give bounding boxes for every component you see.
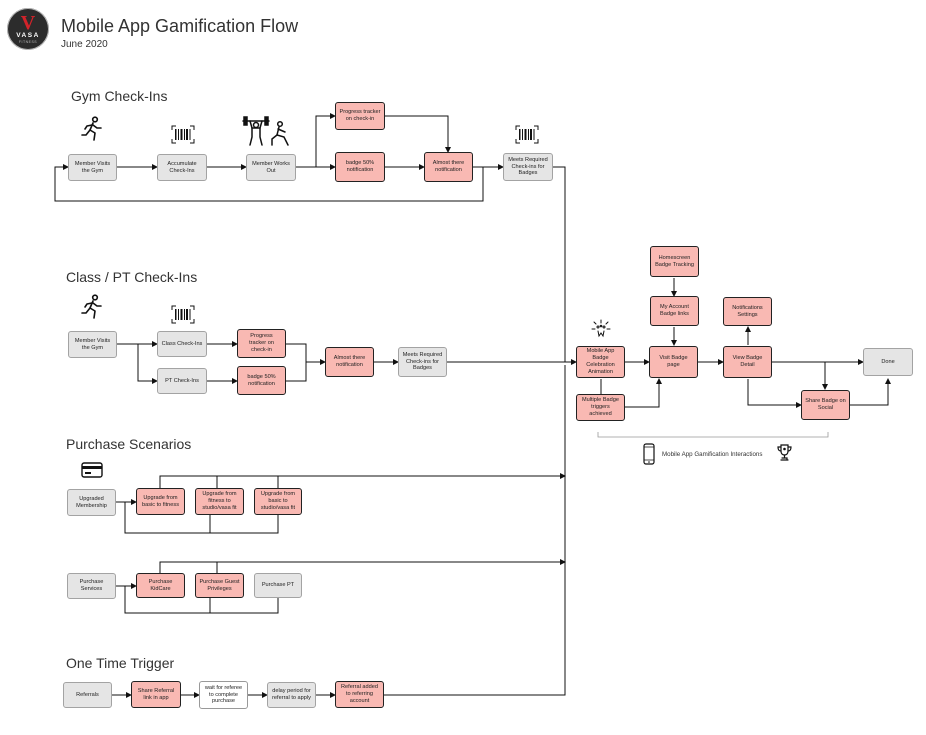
section-purchase-scenarios: Purchase Scenarios xyxy=(66,436,192,452)
node-upgrade-fitness-studio: Upgrade from fitness to studio/vasa fit xyxy=(195,488,244,515)
connector xyxy=(553,166,566,362)
node-share-badge-social: Share Badge on Social xyxy=(801,390,850,420)
barcode-icon xyxy=(171,125,195,144)
node-my-account-badge-links: My Account Badge links xyxy=(650,296,699,326)
connector xyxy=(124,502,279,534)
weightlifter-icon xyxy=(242,116,289,146)
node-purchase-guest: Purchase Guest Privileges xyxy=(195,573,244,598)
connector xyxy=(315,113,336,167)
interactions-caption: Mobile App Gamification Interactions xyxy=(662,451,763,458)
connector xyxy=(159,559,566,573)
node-homescreen-badge-tracking: Homescreen Badge Tracking xyxy=(650,246,699,277)
node-gym-meets-required: Meets Required Check-ins for Badges xyxy=(503,153,553,181)
node-class-member-visits: Member Visits the Gym xyxy=(68,331,117,358)
node-class-badge-50: badge 50% notification xyxy=(237,366,286,395)
node-wait-referee: wait for referee to complete purchase xyxy=(199,681,248,709)
node-purchase-services: Purchase Services xyxy=(67,573,116,599)
logo-wordmark: VASA xyxy=(16,32,40,39)
vasa-logo: V VASA FITNESS xyxy=(7,8,49,50)
node-upgrade-basic-studio: Upgrade from basic to studio/vasa fit xyxy=(254,488,302,515)
node-gym-member-visits: Member Visits the Gym xyxy=(68,154,117,181)
node-upgraded-membership: Upgraded Membership xyxy=(67,489,116,516)
logo-tagline: FITNESS xyxy=(18,40,38,44)
node-gym-badge-50: badge 50% notification xyxy=(335,152,385,182)
node-class-meets-required: Meets Required Check-ins for Badges xyxy=(398,347,447,377)
node-upgrade-basic-fitness: Upgrade from basic to fitness xyxy=(136,488,185,515)
node-purchase-kidcare: Purchase KidCare xyxy=(136,573,185,598)
connector xyxy=(850,378,891,406)
node-visit-badge-page: Visit Badge page xyxy=(649,346,698,378)
node-pt-checkins: PT Check-Ins xyxy=(157,368,207,394)
node-multiple-badge: Multiple Badge triggers achieved xyxy=(576,394,625,421)
node-purchase-pt: Purchase PT xyxy=(254,573,302,598)
node-gym-progress-tracker: Progress tracker on check-in xyxy=(335,102,385,130)
section-class-pt-checkins: Class / PT Check-Ins xyxy=(66,269,198,285)
node-notifications-settings: Notifications Settings xyxy=(723,297,772,326)
node-class-checkins: Class Check-Ins xyxy=(157,331,207,357)
node-badge-celebration: Mobile App Badge Celebration Animation xyxy=(576,346,625,378)
connector xyxy=(137,344,158,384)
node-gym-member-works-out: Member Works Out xyxy=(246,154,296,181)
node-share-referral: Share Referral link in app xyxy=(131,681,181,708)
logo-initial: V xyxy=(20,12,36,34)
section-gym-checkins: Gym Check-Ins xyxy=(71,88,168,104)
node-gym-accumulate-checkins: Accumulate Check-Ins xyxy=(157,154,207,181)
node-gym-almost-there: Almost there notification xyxy=(424,152,473,182)
barcode-icon xyxy=(171,305,195,324)
page-date: June 2020 xyxy=(61,39,108,50)
connector xyxy=(54,164,484,202)
node-view-badge-detail: View Badge Detail xyxy=(723,346,772,378)
runner-icon xyxy=(81,294,102,319)
node-referrals: Referrals xyxy=(63,682,112,708)
trophy-icon xyxy=(777,444,792,461)
node-referral-added: Referral added to referring account xyxy=(335,681,384,708)
connector xyxy=(124,586,279,614)
interactions-bracket xyxy=(597,432,829,438)
connector xyxy=(747,379,802,408)
connector xyxy=(384,365,566,696)
connector xyxy=(385,115,451,153)
node-delay-period: delay period for referral to apply xyxy=(267,682,316,708)
phone-icon xyxy=(643,443,655,465)
node-class-progress-tracker: Progress tracker on check-in xyxy=(237,329,286,358)
connector xyxy=(625,378,662,408)
connector xyxy=(159,473,566,488)
connector xyxy=(286,343,307,382)
section-one-time-trigger: One Time Trigger xyxy=(66,655,175,671)
credit-card-icon xyxy=(81,462,103,478)
node-class-almost-there: Almost there notification xyxy=(325,347,374,377)
barcode-icon xyxy=(515,125,539,144)
page-title: Mobile App Gamification Flow xyxy=(61,16,299,36)
confetti-icon xyxy=(591,319,611,338)
runner-icon xyxy=(81,116,102,141)
node-done: Done xyxy=(863,348,913,376)
